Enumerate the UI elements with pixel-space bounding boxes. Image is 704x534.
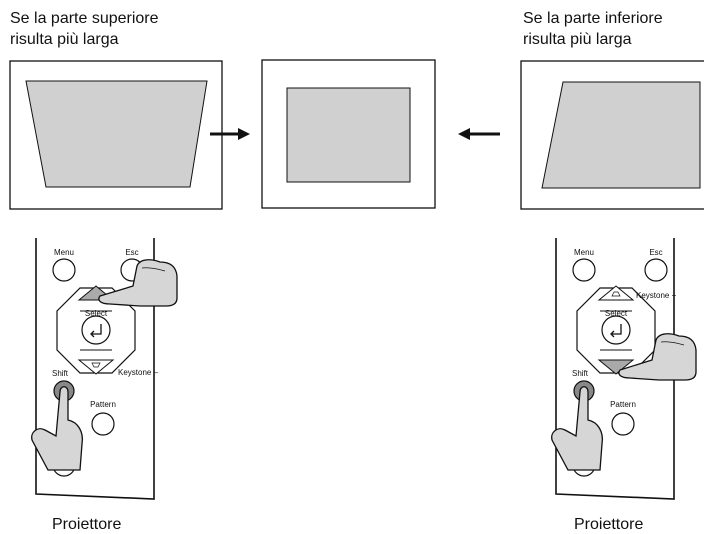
menu-label-right: Menu bbox=[574, 248, 594, 257]
screen-top-wider bbox=[9, 60, 223, 210]
finger-shift-icon bbox=[31, 386, 84, 471]
select-button[interactable] bbox=[81, 315, 111, 345]
caption-top-wider-line1: Se la parte superiore bbox=[10, 10, 159, 27]
keystone-up-button-right[interactable] bbox=[597, 285, 635, 301]
esc-label-right: Esc bbox=[649, 248, 662, 257]
pattern-button-right[interactable] bbox=[611, 412, 635, 436]
screen-corrected bbox=[261, 59, 436, 209]
caption-top-wider-line2: risulta più larga bbox=[10, 31, 119, 48]
select-button-right[interactable] bbox=[601, 315, 631, 345]
esc-button-right[interactable] bbox=[644, 258, 668, 282]
finger-icon bbox=[98, 259, 178, 307]
finger-right-icon bbox=[618, 333, 697, 381]
menu-button-right[interactable] bbox=[572, 258, 596, 282]
pattern-label: Pattern bbox=[90, 400, 116, 409]
shift-label: Shift bbox=[52, 369, 69, 378]
pattern-button[interactable] bbox=[91, 412, 115, 436]
keystone-plus-icon bbox=[611, 291, 621, 297]
keystone-plus-label: Keystone + bbox=[636, 291, 677, 300]
shift-label-right: Shift bbox=[572, 369, 589, 378]
dpad-right bbox=[576, 285, 656, 375]
menu-button[interactable] bbox=[52, 258, 76, 282]
caption-bottom-wider-line1: Se la parte inferiore bbox=[523, 10, 663, 27]
caption-bottom-wider-line2: risulta più larga bbox=[523, 31, 632, 48]
dpad bbox=[56, 285, 136, 375]
select-label: Select bbox=[85, 309, 108, 318]
finger-shift-right-icon bbox=[551, 386, 604, 471]
keystone-down-button-right[interactable] bbox=[597, 359, 635, 375]
pattern-label-right: Pattern bbox=[610, 400, 636, 409]
projector-label-left: Proiettore bbox=[52, 516, 122, 533]
remote-left: Menu Esc Select Keystone – Shift Pattern bbox=[31, 238, 178, 500]
keystone-minus-label: Keystone – bbox=[118, 368, 159, 377]
arrow-left-icon bbox=[458, 128, 500, 140]
select-label-right: Select bbox=[605, 309, 628, 318]
remote-right: Menu Esc Select Keystone + Shift Pattern bbox=[551, 238, 697, 500]
arrow-right-icon bbox=[210, 128, 250, 140]
caption-top-wider: Se la parte superiore risulta più larga bbox=[10, 8, 159, 50]
caption-bottom-wider: Se la parte inferiore risulta più larga bbox=[523, 8, 663, 50]
keystone-minus-icon bbox=[91, 362, 101, 368]
screen-bottom-wider bbox=[520, 60, 704, 210]
esc-label: Esc bbox=[125, 248, 138, 257]
menu-label: Menu bbox=[54, 248, 74, 257]
projector-label-right: Proiettore bbox=[574, 516, 644, 533]
